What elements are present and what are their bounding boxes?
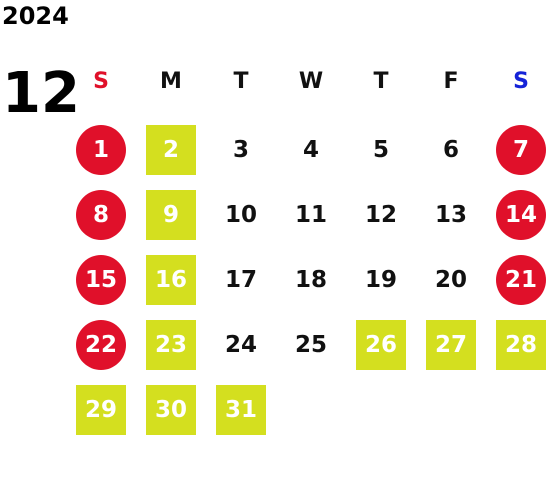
- day-cell: 11: [294, 202, 327, 228]
- weekday-header: W: [298, 68, 324, 94]
- day-cell: 29: [76, 385, 126, 435]
- day-cell: 14: [496, 190, 546, 240]
- year-label: 2024: [2, 2, 69, 30]
- day-cell: 7: [496, 125, 546, 175]
- weekday-header: T: [373, 68, 389, 94]
- day-cell: 21: [496, 255, 546, 305]
- day-cell: 15: [76, 255, 126, 305]
- day-cell: 6: [442, 137, 459, 163]
- weekday-header: T: [233, 68, 249, 94]
- day-cell: 19: [364, 267, 397, 293]
- day-cell: 24: [224, 332, 257, 358]
- day-cell: 20: [434, 267, 467, 293]
- day-cell: 3: [232, 137, 249, 163]
- day-cell: 28: [496, 320, 546, 370]
- day-cell: 23: [146, 320, 196, 370]
- day-cell: 13: [434, 202, 467, 228]
- day-cell: 1: [76, 125, 126, 175]
- day-cell: 4: [302, 137, 319, 163]
- weekday-header: S: [93, 68, 109, 94]
- day-cell: 16: [146, 255, 196, 305]
- weekday-header: S: [513, 68, 529, 94]
- day-cell: 30: [146, 385, 196, 435]
- weekday-header: F: [443, 68, 459, 94]
- day-cell: 31: [216, 385, 266, 435]
- day-cell: 8: [76, 190, 126, 240]
- day-cell: 18: [294, 267, 327, 293]
- day-cell: 10: [224, 202, 257, 228]
- day-cell: 27: [426, 320, 476, 370]
- day-cell: 25: [294, 332, 327, 358]
- day-cell: 22: [76, 320, 126, 370]
- weekday-header: M: [160, 68, 182, 94]
- day-cell: 5: [372, 137, 389, 163]
- day-cell: 9: [146, 190, 196, 240]
- day-cell: 2: [146, 125, 196, 175]
- day-cell: 12: [364, 202, 397, 228]
- month-label: 12: [2, 61, 80, 126]
- day-cell: 17: [224, 267, 257, 293]
- day-cell: 26: [356, 320, 406, 370]
